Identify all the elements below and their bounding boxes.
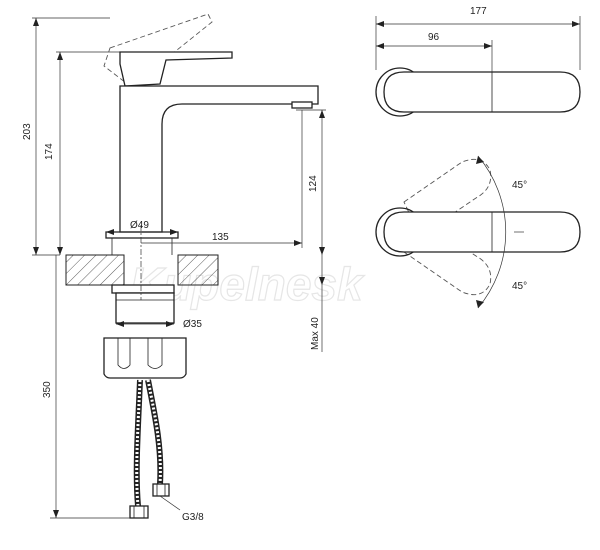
hose-fitting-left: [129, 505, 149, 519]
front-elevation: [32, 13, 326, 519]
dim-angle-lower: 45°: [512, 281, 527, 292]
faucet-body: [119, 85, 319, 233]
base-ring: [105, 231, 179, 239]
handle-center-position: [383, 211, 581, 253]
dim-shank-diameter: Ø35: [183, 319, 202, 330]
hose-fitting-right: [152, 483, 170, 497]
top-view-rotation: [375, 155, 581, 309]
dim-spout-height: 174: [44, 143, 55, 160]
aerator: [291, 101, 313, 109]
supply-hose-left: [133, 379, 143, 507]
dim-connection-thread: G3/8: [182, 512, 204, 523]
dim-outlet-height: 124: [308, 175, 319, 192]
shank-body: [115, 292, 175, 324]
shank-washer: [111, 284, 175, 294]
handle-closed: [119, 51, 233, 87]
handle-top-view: [383, 71, 581, 113]
dim-handle-length: 96: [428, 32, 440, 43]
dim-overall-height: 203: [22, 123, 33, 140]
dim-hose-length: 350: [42, 381, 53, 398]
dim-spout-reach: 135: [212, 232, 229, 243]
top-view-closed: [375, 16, 581, 117]
fixing-nut: [103, 337, 187, 379]
dim-base-diameter: Ø49: [130, 220, 149, 231]
dim-max-counter: Max 40: [310, 317, 321, 350]
countertop-right: [177, 254, 219, 286]
countertop-left: [65, 254, 125, 286]
handle-open-position: [103, 13, 213, 87]
dim-angle-upper: 45°: [512, 180, 527, 191]
dim-top-width: 177: [470, 6, 487, 17]
